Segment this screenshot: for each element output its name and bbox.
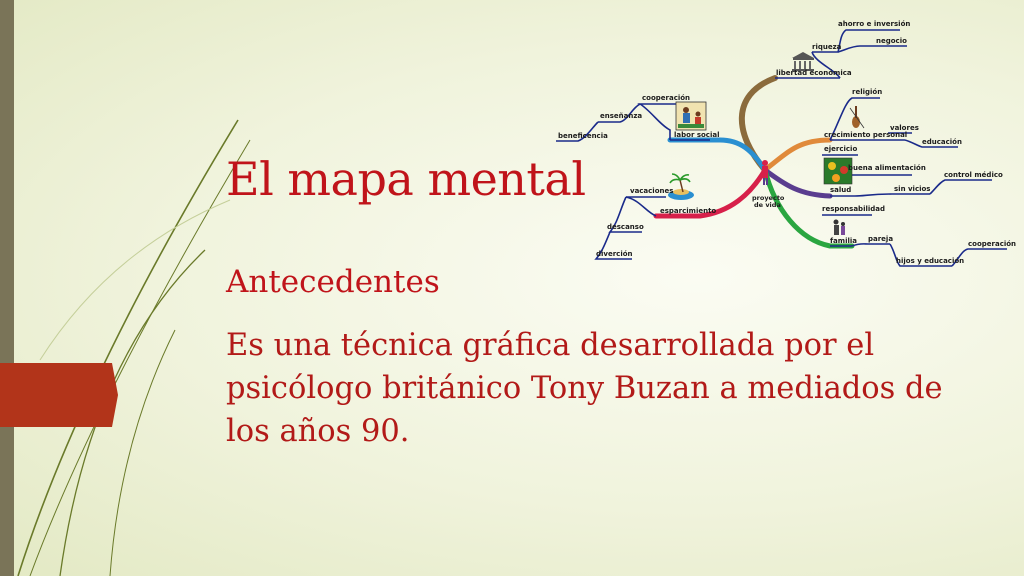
node-salud: salud <box>830 186 851 194</box>
slide-subtitle: Antecedentes <box>226 264 440 300</box>
left-sidebar-bar <box>0 0 14 576</box>
node-center-line2: de vida <box>754 201 781 209</box>
node-riqueza: riqueza <box>812 43 842 51</box>
island-image <box>668 173 694 200</box>
node-buena-alimentacion: buena alimentación <box>848 164 926 172</box>
mind-map-connectors <box>556 29 1007 267</box>
person-center-icon <box>762 160 768 185</box>
node-ensenanza: enseñanza <box>600 112 642 120</box>
teacher-students-image <box>675 101 707 131</box>
node-familia: familia <box>830 237 857 245</box>
bank-icon <box>792 52 814 71</box>
branch-esparcimiento <box>653 167 768 219</box>
node-center-line1: proyecto <box>752 194 785 202</box>
node-responsabilidad: responsabilidad <box>822 205 885 213</box>
slide-title: El mapa mental <box>226 152 586 206</box>
node-control-medico: control médico <box>944 171 1003 179</box>
branch-familia <box>762 167 855 249</box>
node-ahorro: ahorro e inversión <box>838 20 910 28</box>
node-negocio: negocio <box>876 37 907 45</box>
node-hijos: hijos y educación <box>896 257 964 265</box>
node-vacaciones: vacaciones <box>630 187 673 195</box>
node-pareja: pareja <box>868 235 893 243</box>
node-descanso: descanso <box>607 223 644 231</box>
node-crecimiento: crecimiento personal <box>824 131 907 139</box>
node-ejercicio: ejercicio <box>824 145 857 153</box>
node-diversion: diverción <box>596 250 633 258</box>
branch-libertad <box>738 75 778 173</box>
mind-map-labels: ahorro e inversión riqueza negocio liber… <box>558 20 1016 265</box>
node-libertad: libertad económica <box>776 69 852 77</box>
node-cooperacion-bottom: cooperación <box>968 240 1016 248</box>
node-cooperacion-top: cooperación <box>642 94 690 102</box>
red-arrow-tab <box>0 363 118 427</box>
mind-map-diagram: ahorro e inversión riqueza negocio liber… <box>556 20 1016 267</box>
branch-salud <box>762 167 833 199</box>
branch-labor-social <box>667 137 768 173</box>
branch-crecimiento <box>762 137 833 173</box>
food-image <box>823 157 853 185</box>
node-religion: religión <box>852 88 882 96</box>
node-beneficencia: beneficencia <box>558 132 608 140</box>
node-labor-social: labor social <box>674 131 719 139</box>
node-sin-vicios: sin vicios <box>894 185 930 193</box>
violin-icon <box>849 106 865 129</box>
node-esparcimiento: esparcimiento <box>660 207 716 215</box>
slide-body-text: Es una técnica gráfica desarrollada por … <box>226 328 943 449</box>
mind-map-branches <box>653 75 855 249</box>
family-image <box>833 219 845 235</box>
mind-map-images <box>668 52 865 235</box>
node-valores: valores <box>890 124 919 132</box>
node-educacion: educación <box>922 138 962 146</box>
